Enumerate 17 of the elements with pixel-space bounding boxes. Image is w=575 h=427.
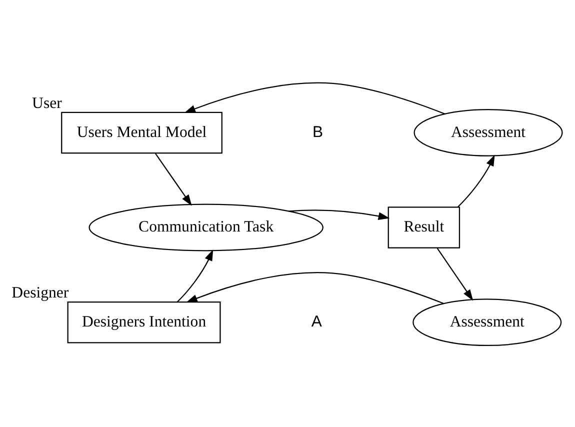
node-ellipse: Assessment — [412, 298, 562, 346]
arrow — [177, 249, 214, 302]
node-box: Users Mental Model — [61, 111, 222, 154]
arrow — [436, 247, 474, 300]
label: B — [312, 123, 324, 140]
arrow — [186, 272, 444, 304]
node-label: Designer — [12, 284, 69, 302]
arrow — [154, 152, 192, 206]
arrow — [457, 154, 495, 207]
label: A — [311, 313, 322, 330]
arrow — [184, 82, 445, 114]
node-box: Designers Intention — [67, 300, 221, 343]
node-ellipse: Assessment — [414, 108, 563, 156]
node-label: User — [32, 94, 62, 112]
node-box: Result — [388, 206, 460, 248]
arrow — [288, 209, 390, 220]
node-ellipse: Communication Task — [88, 203, 324, 251]
